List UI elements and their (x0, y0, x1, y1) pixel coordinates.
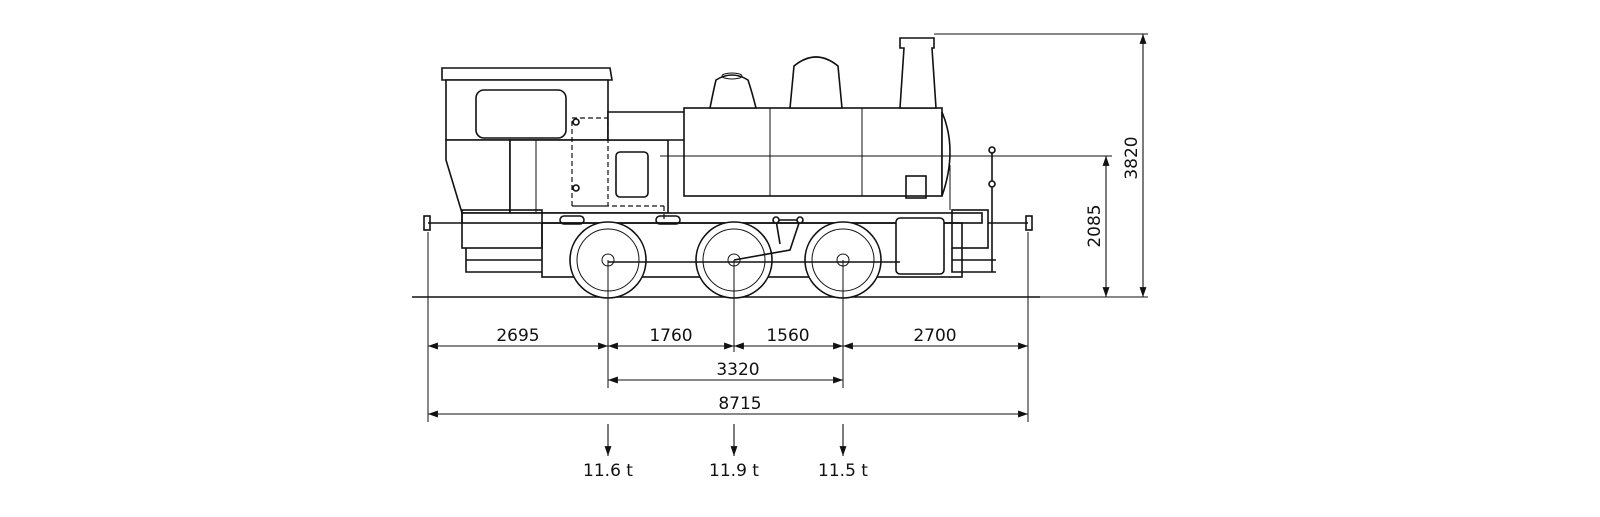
axle-load-2: 11.9 t (709, 461, 759, 481)
cylinder (895, 217, 945, 275)
steam-dome (709, 74, 758, 109)
vertical-dimensions: 2085 3820 (1085, 34, 1147, 297)
tank-door (615, 151, 649, 198)
brake-rigging (571, 117, 665, 222)
dim-wheelbase-1-2-label: 1760 (649, 326, 692, 346)
axle-load-3: 11.5 t (818, 461, 868, 481)
sand-dome (789, 56, 843, 109)
dim-overall-height-label: 3820 (1122, 136, 1142, 179)
horizontal-dimensions: 2695 1760 1560 2700 3320 8715 (428, 326, 1028, 418)
wheels (569, 216, 900, 299)
dim-wheelbase-2-3-label: 1560 (766, 326, 809, 346)
witness-lines (427, 33, 1148, 422)
dim-rear-overhang-label: 2695 (496, 326, 539, 346)
chimney (899, 37, 937, 109)
dim-length-over-buffers-label: 8715 (718, 394, 761, 414)
axle-load-1: 11.6 t (583, 461, 633, 481)
coal-bunker (445, 139, 511, 214)
cab-roof (441, 67, 613, 81)
dim-front-overhang-label: 2700 (913, 326, 956, 346)
cab (445, 79, 609, 141)
side-tank (509, 139, 669, 214)
boiler (683, 107, 943, 197)
cab-window (475, 89, 567, 139)
dim-total-wheelbase-label: 3320 (716, 360, 759, 380)
rear-buffer-beam (461, 209, 543, 249)
dim-boiler-height-label: 2085 (1085, 204, 1105, 247)
front-buffer-beam (951, 209, 989, 249)
axle-loads: 11.6 t 11.9 t 11.5 t (583, 424, 868, 481)
locomotive-body (423, 37, 1033, 278)
